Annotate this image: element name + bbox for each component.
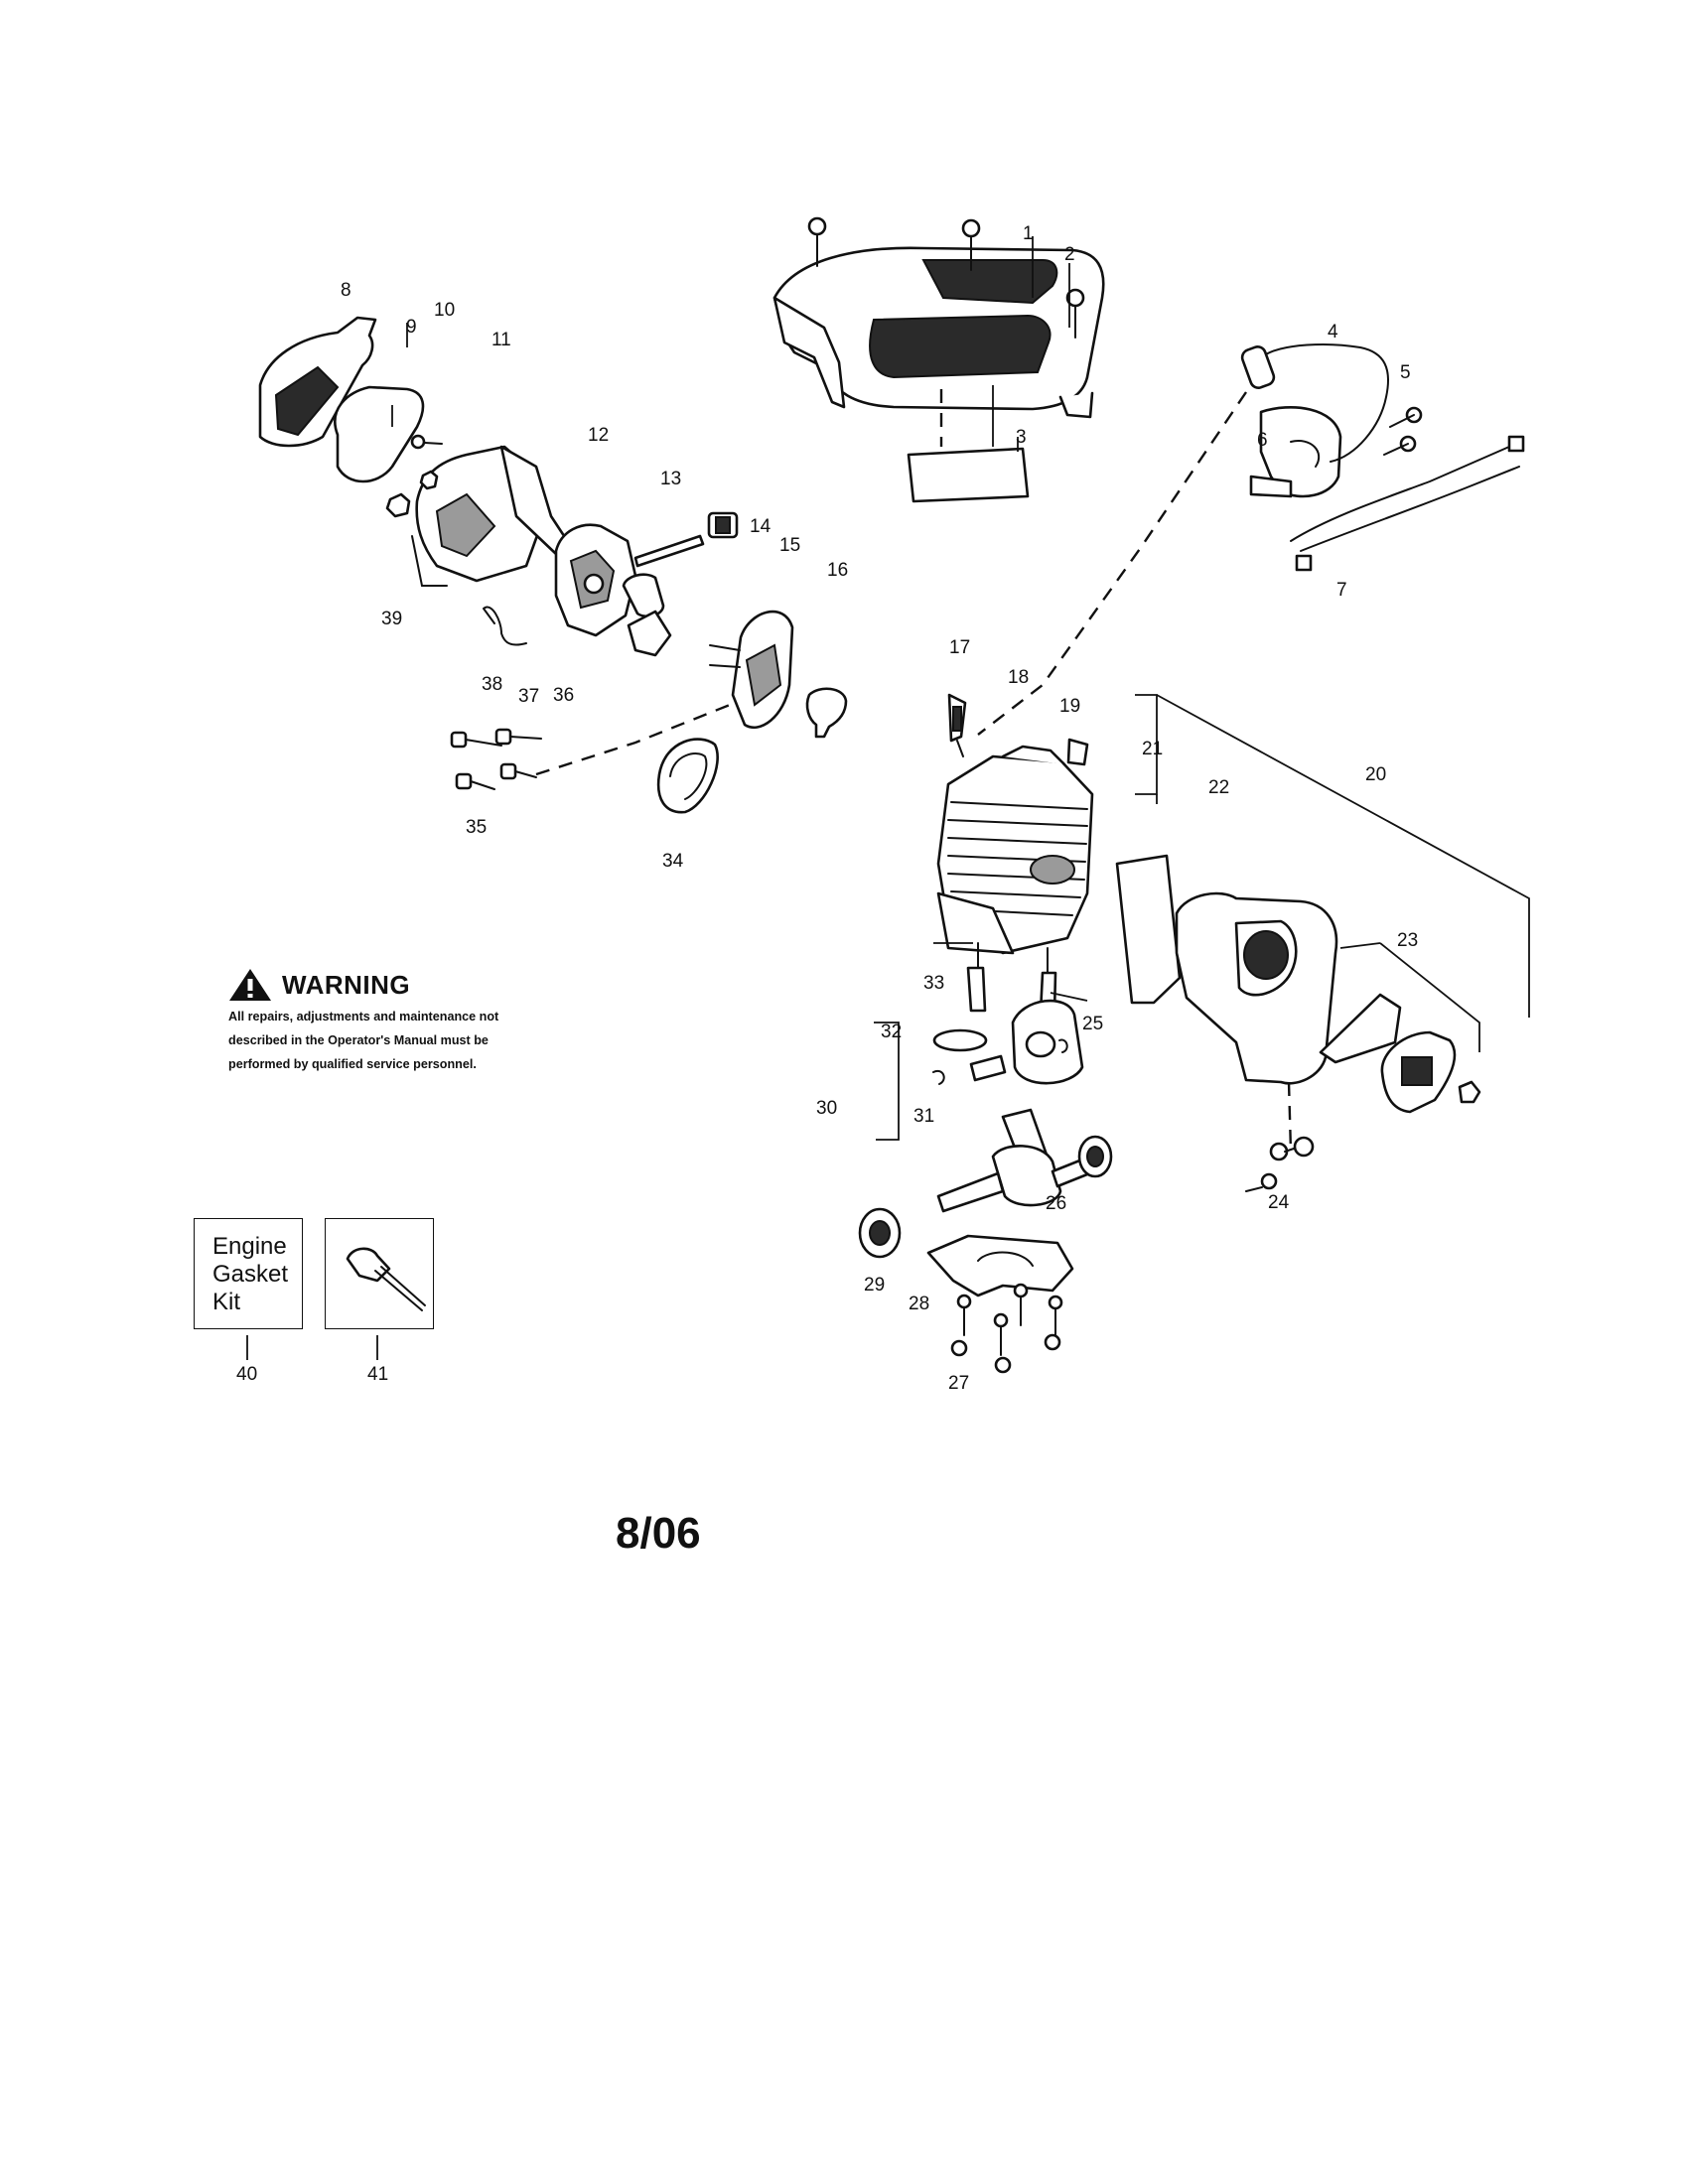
- muffler-nut: [1458, 1080, 1481, 1104]
- nut: [385, 470, 439, 518]
- fuel-fitting: [707, 511, 739, 539]
- callout-number: 25: [1082, 1014, 1103, 1034]
- choke-rod: [633, 534, 705, 568]
- callout-labels: 1 2 3 4 5 6 7 8 9 10 11 12 13 14 15 16 1…: [236, 223, 1418, 1394]
- ignition-wire: [1290, 446, 1520, 552]
- clip: [1066, 738, 1089, 766]
- intake-ring: [656, 738, 719, 814]
- callout-number: 4: [1328, 322, 1338, 342]
- cover-screw: [807, 216, 1085, 339]
- ignition-module: [1240, 343, 1390, 498]
- main-bearing: [858, 1207, 902, 1259]
- cylinder: [936, 745, 1094, 1004]
- callout-number: 17: [949, 637, 970, 658]
- callout-number: 14: [750, 516, 772, 537]
- warning-line: performed by qualified service personnel…: [228, 1057, 477, 1071]
- callout-number: 39: [381, 609, 402, 629]
- leader-lines: [391, 236, 1530, 1141]
- callout-number: 6: [1257, 430, 1268, 451]
- muffler-gasket: [1115, 854, 1182, 1005]
- carburetor-adapter: [709, 610, 794, 730]
- filter-plate: [907, 447, 1030, 503]
- callout-number: 2: [1064, 244, 1075, 265]
- callout-number: 7: [1336, 580, 1347, 601]
- muffler-screw: [1245, 1136, 1315, 1192]
- air-filter-cover: [258, 316, 377, 448]
- muffler-cover: [1380, 1030, 1457, 1114]
- piston-circlip: [932, 1038, 1068, 1085]
- air-filter: [334, 385, 425, 483]
- tool-box: [325, 1218, 434, 1329]
- callout-number: 3: [1016, 427, 1027, 448]
- muffler: [1175, 891, 1338, 1085]
- callout-number: 29: [864, 1275, 885, 1296]
- callout-number: 1: [1023, 223, 1034, 244]
- callout-number: 19: [1059, 696, 1080, 717]
- kit-label-line: Engine: [212, 1233, 287, 1260]
- adapter-gasket: [805, 687, 848, 739]
- crankshaft: [936, 1108, 1109, 1213]
- callout-number: 33: [923, 973, 944, 994]
- carburetor-housing: [411, 445, 576, 587]
- crankcase-bolt: [950, 1283, 1063, 1374]
- callout-number: 31: [913, 1106, 934, 1127]
- kit-label-line: Gasket: [212, 1261, 289, 1288]
- filter-screw: [410, 434, 443, 450]
- revision-date: 8/06: [616, 1509, 701, 1558]
- callout-number: 23: [1397, 930, 1418, 951]
- warning-heading: WARNING: [228, 968, 526, 1002]
- muffler-baffle: [1319, 993, 1402, 1064]
- warning-line: described in the Operator's Manual must …: [228, 1033, 489, 1047]
- warning-title: WARNING: [282, 969, 411, 1000]
- mounting-bolt: [450, 728, 542, 790]
- warning-text: All repairs, adjustments and maintenance…: [228, 1005, 556, 1076]
- intake-boot: [622, 573, 665, 618]
- engine-gasket-kit-box: Engine Gasket Kit: [194, 1218, 303, 1329]
- warning-triangle-icon: [229, 969, 271, 1001]
- top-cover: [772, 246, 1105, 419]
- callout-number: 28: [909, 1294, 929, 1314]
- callout-number: 12: [588, 425, 609, 446]
- callout-number: 37: [518, 686, 539, 707]
- callout-number: 36: [553, 685, 574, 706]
- crank-bearing: [1077, 1135, 1113, 1178]
- kit-label-line: Kit: [212, 1289, 241, 1315]
- callout-number: 27: [948, 1373, 969, 1394]
- spark-plug-icon: [947, 693, 967, 757]
- callout-number: 5: [1400, 362, 1411, 383]
- piston-ring: [932, 1028, 988, 1052]
- intake-gasket: [627, 610, 672, 657]
- callout-number: 40: [236, 1364, 257, 1385]
- callout-number: 15: [779, 535, 800, 556]
- callout-number: 34: [662, 851, 684, 872]
- crankcase: [926, 1234, 1074, 1297]
- callout-number: 9: [406, 317, 417, 338]
- piston-pin: [969, 1054, 1007, 1082]
- callout-number: 20: [1365, 764, 1386, 785]
- callout-number: 35: [466, 817, 487, 838]
- callout-number: 16: [827, 560, 848, 581]
- callout-number: 10: [434, 300, 455, 321]
- callout-number: 13: [660, 469, 681, 489]
- callout-number: 38: [482, 674, 502, 695]
- callout-number: 30: [816, 1098, 837, 1119]
- callout-number: 21: [1142, 739, 1163, 759]
- callout-number: 22: [1208, 777, 1229, 798]
- callout-number: 41: [367, 1364, 388, 1385]
- piston: [1011, 999, 1084, 1085]
- callout-number: 18: [1008, 667, 1029, 688]
- ignition-screw: [1383, 406, 1423, 456]
- callout-number: 11: [491, 330, 511, 350]
- warning-line: All repairs, adjustments and maintenance…: [228, 1010, 499, 1024]
- callout-number: 26: [1046, 1193, 1066, 1214]
- tool-icon: [346, 1247, 426, 1311]
- callout-number: 24: [1268, 1192, 1290, 1213]
- choke-link: [483, 606, 527, 646]
- callout-number: 8: [341, 280, 351, 301]
- carburetor: [554, 523, 637, 637]
- callout-number: 32: [881, 1022, 902, 1042]
